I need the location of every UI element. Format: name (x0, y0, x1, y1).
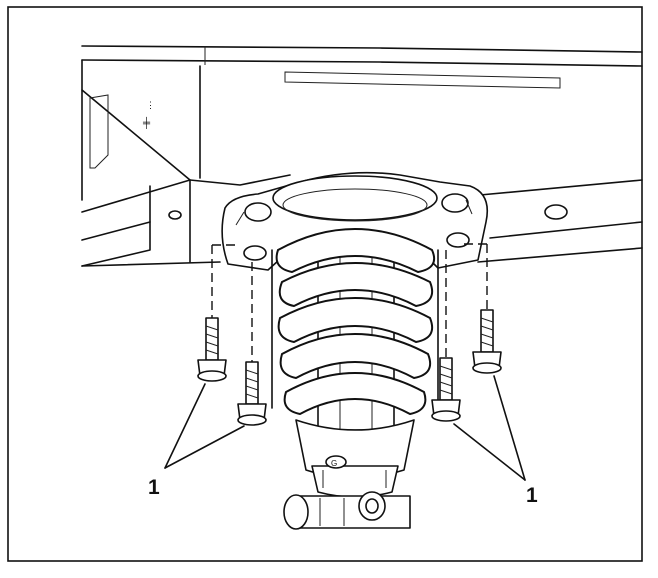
bolt-left-outer (197, 244, 238, 382)
bolt-right-outer (464, 243, 502, 374)
bolt-right-inner (431, 250, 461, 422)
leader-lines (164, 375, 526, 481)
callout-label-right: 1 (526, 484, 538, 507)
coil-spring (271, 228, 439, 416)
figure-frame (7, 6, 643, 562)
bolt-left-inner (237, 262, 267, 426)
svg-text:⋮: ⋮ (146, 100, 155, 110)
lower-bushing (283, 491, 411, 530)
callout-label-left: 1 (148, 476, 160, 499)
svg-text:╪: ╪ (142, 116, 151, 130)
crossmember (81, 174, 643, 267)
svg-text:G: G (331, 459, 337, 468)
frame-rail: ⋮ ╪ (81, 45, 643, 201)
